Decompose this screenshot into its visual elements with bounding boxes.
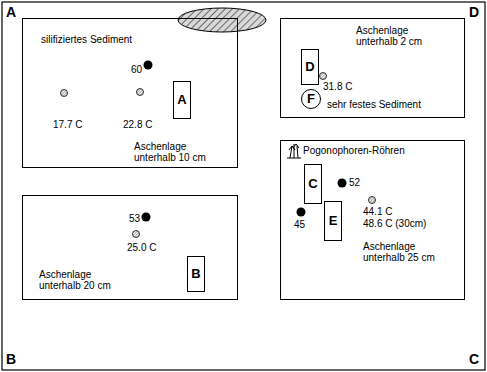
panel-note: 45 [294,219,305,230]
core-box: B [187,256,205,292]
box-letter: B [191,267,200,281]
site-panel: 53 25.0 C Aschenlage unterhalb 20 cm B [22,195,238,300]
panel-note: 17.7 C [53,119,82,130]
site-panel: silifiziertes Sediment 60 17.7 C 22.8 C Asch… [22,18,238,168]
site-panel: Aschenlage unterhalb 2 cm 31.8 C sehr fest… [280,18,465,118]
box-letter: F [307,92,315,106]
panel-note: 31.8 C [323,81,352,92]
panel-note: 25.0 C [127,242,156,253]
panel-note: Aschenlage unterhalb 25 cm [363,241,445,263]
site-panel: Pogonophoren-Röhren 52 45 44.1 C48.6 C (30c… [280,140,465,300]
corner-letter: C [469,352,479,367]
tube-icon [287,144,301,158]
panel-note: Aschenlage unterhalb 20 cm [39,269,121,291]
box-letter: A [177,93,186,107]
core-box: D [301,49,319,85]
box-letter: E [329,214,338,228]
panel-note: 60 [131,64,142,75]
corner-letter: D [469,5,479,20]
panel-note: 52 [349,177,360,188]
core-box: C [304,164,322,204]
silicified-lens [178,8,266,32]
panel-note: Aschenlage unterhalb 10 cm [134,141,216,163]
panel-note: 44.1 C [363,206,392,217]
corner-letter: B [6,352,16,367]
box-letter: C [308,177,317,191]
sample-circle: F [301,89,321,109]
core-box: A [173,81,191,119]
panel-note: Pogonophoren-Röhren [303,145,405,156]
corner-letter: A [6,5,16,20]
panel-note: silifiziertes Sediment [41,34,132,45]
panel-note: 22.8 C [123,119,152,130]
panel-note: Aschenlage unterhalb 2 cm [356,25,438,47]
box-letter: D [305,60,314,74]
panel-note: sehr festes Sediment [327,99,421,110]
panel-note: 48.6 C (30cm) [363,218,426,229]
panel-note: 53 [129,213,140,224]
core-box: E [324,201,342,241]
